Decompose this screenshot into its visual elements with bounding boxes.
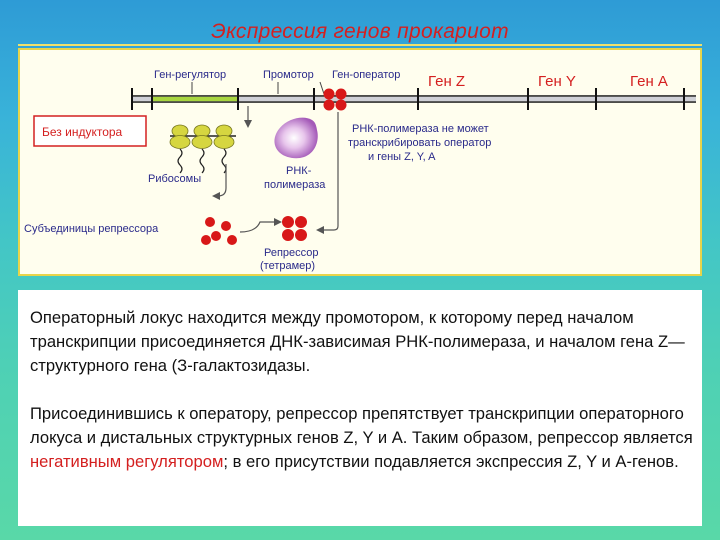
repressor-label-line1: Репрессор [264,247,319,259]
ribosomes-label: Рибосомы [148,173,201,185]
repressor-tetramer-icon [282,216,307,241]
bound-repressor-icon [323,88,347,111]
ribosome-down-arrow [216,164,227,197]
repressor-subunits-icon [201,217,237,245]
paragraph-operator-locus: Операторный локус находится между промот… [30,308,685,375]
arrowhead-icon [274,218,282,226]
promoter-label: Промотор [263,69,314,81]
dna-strand [131,88,696,110]
rna-polymerase-icon [274,117,318,159]
arrowhead-icon [212,192,220,200]
arrowhead-icon [316,226,324,234]
repressor-label-line2: (тетрамер) [260,260,315,272]
regulator-gene-segment [152,96,238,102]
gene-y-label: Ген Y [538,73,576,90]
text-panel: Операторный локус находится между промот… [18,290,702,526]
operon-diagram: Ген-регулятор Промотор Ген-оператор Ген … [24,69,696,272]
diagram-panel: Ген-регулятор Промотор Ген-оператор Ген … [18,48,702,276]
gene-a-label: Ген A [630,73,668,90]
slide-title: Экспрессия генов прокариот [211,20,509,43]
paragraph-repressor-part2: ; в его присутствии подавляется экспресс… [223,452,679,471]
operator-label: Ген-оператор [332,69,400,81]
operator-down-arrow [320,112,339,231]
no-inducer-box [33,115,147,147]
rnap-label-line1: РНК- [286,165,312,177]
blocked-note-line1: РНК-полимераза не может [352,123,489,135]
negative-regulator-highlight: негативным регулятором [30,452,224,471]
paragraph-repressor-part1: Присоединившись к оператору, репрессор п… [30,404,693,447]
paragraph-repressor: Присоединившись к оператору, репрессор п… [30,402,694,474]
assembly-arrow [239,221,276,233]
no-inducer-label: Без индуктора [42,125,123,139]
rnap-label-line2: полимераза [264,179,326,191]
blocked-note-line2: транскрибировать оператор [348,137,491,149]
ribosomes-icon [169,124,236,174]
operator-pointer [319,81,325,95]
gene-regulator-label: Ген-регулятор [154,69,226,81]
arrowhead-icon [244,120,252,128]
gene-z-label: Ген Z [428,73,465,90]
subunits-label: Субъединицы репрессора [24,223,159,235]
blocked-note-line3: и гены Z, Y, A [368,151,436,163]
title-rule [18,44,702,46]
